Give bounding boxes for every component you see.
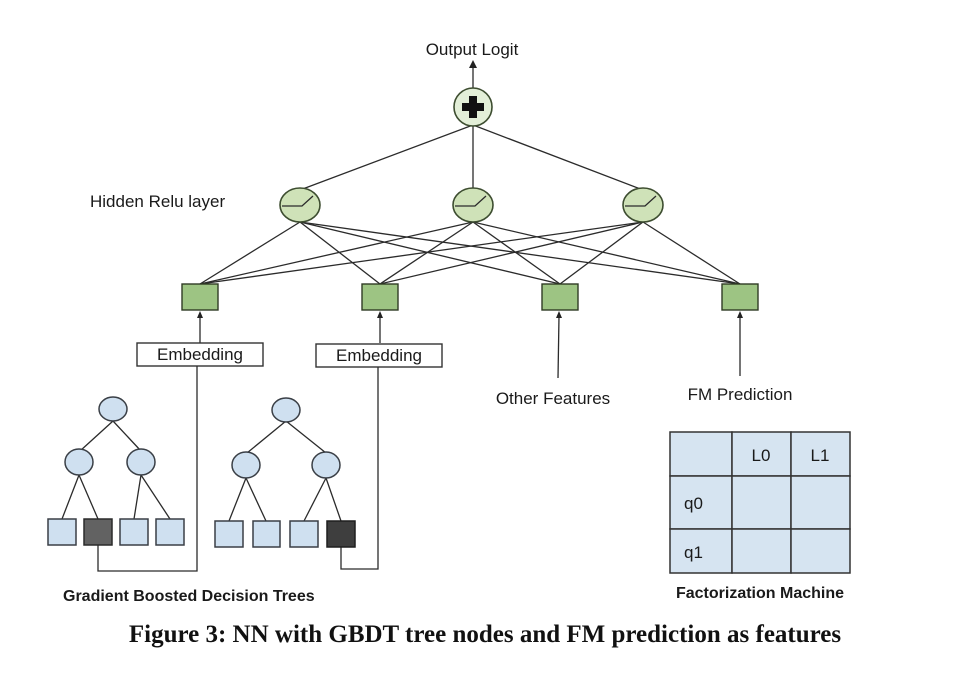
other-features-label: Other Features	[496, 389, 610, 408]
tree-node	[231, 451, 261, 479]
input-node-embedding-2	[361, 283, 399, 311]
tree-leaf-active	[326, 520, 356, 548]
tree-leaf	[214, 520, 244, 548]
svg-text:Embedding: Embedding	[157, 345, 243, 364]
fm-label: Factorization Machine	[676, 585, 844, 602]
tree-leaf	[289, 520, 319, 548]
tree-leaf	[119, 518, 149, 546]
fm-prediction-label: FM Prediction	[688, 385, 793, 404]
tree-node	[126, 448, 156, 476]
tree-leaf	[252, 520, 281, 548]
tree-leaf	[47, 518, 77, 546]
fm-col-header: L0	[752, 446, 771, 465]
hidden-node-1	[279, 187, 321, 223]
hidden-layer-label: Hidden Relu layer	[90, 192, 225, 211]
tree-node	[98, 396, 128, 422]
gbdt-label: Gradient Boosted Decision Trees	[63, 588, 315, 605]
input-node-fm-prediction	[721, 283, 759, 311]
figure-caption: Figure 3: NN with GBDT tree nodes and FM…	[129, 621, 842, 648]
fm-col-header: L1	[811, 446, 830, 465]
tree-node	[271, 397, 301, 423]
sum-to-hidden-edges	[299, 124, 644, 191]
fm-row-header: q1	[684, 543, 703, 562]
input-arrows	[197, 311, 743, 379]
embedding-box-2: Embedding	[315, 343, 443, 368]
gbdt-tree-1	[47, 396, 185, 546]
output-logit-label: Output Logit	[426, 40, 519, 59]
fm-table: L0 L1 q0 q1	[669, 431, 851, 574]
output-arrowhead	[469, 60, 477, 68]
hidden-node-2	[452, 187, 494, 223]
input-node-other-features	[541, 283, 579, 311]
svg-text:Embedding: Embedding	[336, 346, 422, 365]
relu-icon	[282, 195, 314, 207]
embedding-box-1: Embedding	[136, 342, 264, 367]
tree-leaf-active	[83, 518, 113, 546]
plus-icon	[462, 96, 484, 118]
relu-icon	[625, 195, 657, 207]
tree-node	[311, 451, 341, 479]
hidden-to-input-edges	[199, 221, 741, 285]
relu-icon	[455, 195, 487, 207]
tree-leaf	[155, 518, 185, 546]
input-node-embedding-1	[181, 283, 219, 311]
tree-node	[64, 448, 94, 476]
sum-node	[453, 87, 493, 127]
gbdt-tree-2	[214, 397, 356, 548]
fm-row-header: q0	[684, 494, 703, 513]
hidden-node-3	[622, 187, 664, 223]
leaf-to-embedding-connectors	[97, 366, 379, 572]
